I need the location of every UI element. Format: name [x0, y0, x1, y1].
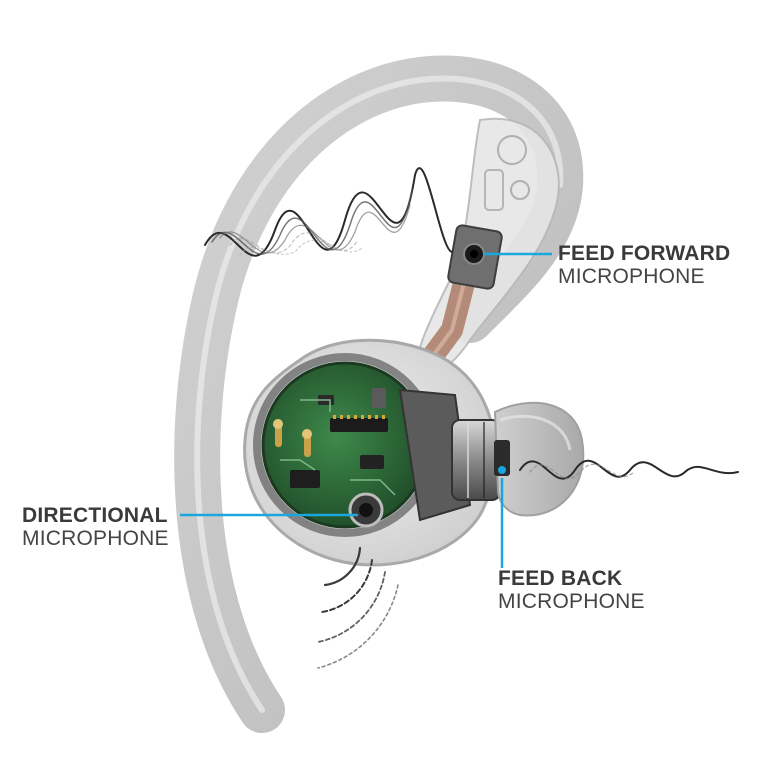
feed-back-label: FEED BACK MICROPHONE	[498, 567, 645, 613]
callout-lines	[180, 252, 552, 568]
feed-forward-subtitle: MICROPHONE	[558, 264, 705, 288]
feedback-mic	[494, 440, 510, 476]
feed-back-subtitle: MICROPHONE	[498, 589, 645, 613]
feed-forward-mic	[447, 224, 503, 290]
directional-subtitle: MICROPHONE	[22, 526, 169, 550]
feed-back-title: FEED BACK	[498, 567, 623, 590]
ambient-sound-waves	[204, 167, 453, 257]
directional-mic	[348, 492, 384, 528]
directional-label: DIRECTIONAL MICROPHONE	[22, 504, 169, 550]
driver-nozzle	[398, 388, 501, 522]
output-sound-wave	[519, 459, 739, 480]
circuit-board	[253, 353, 437, 537]
ear-tip	[493, 401, 585, 517]
feed-forward-label: FEED FORWARD MICROPHONE	[558, 242, 731, 288]
directional-sound-arcs	[317, 546, 399, 669]
directional-title: DIRECTIONAL	[22, 504, 168, 527]
feed-forward-title: FEED FORWARD	[558, 242, 731, 265]
